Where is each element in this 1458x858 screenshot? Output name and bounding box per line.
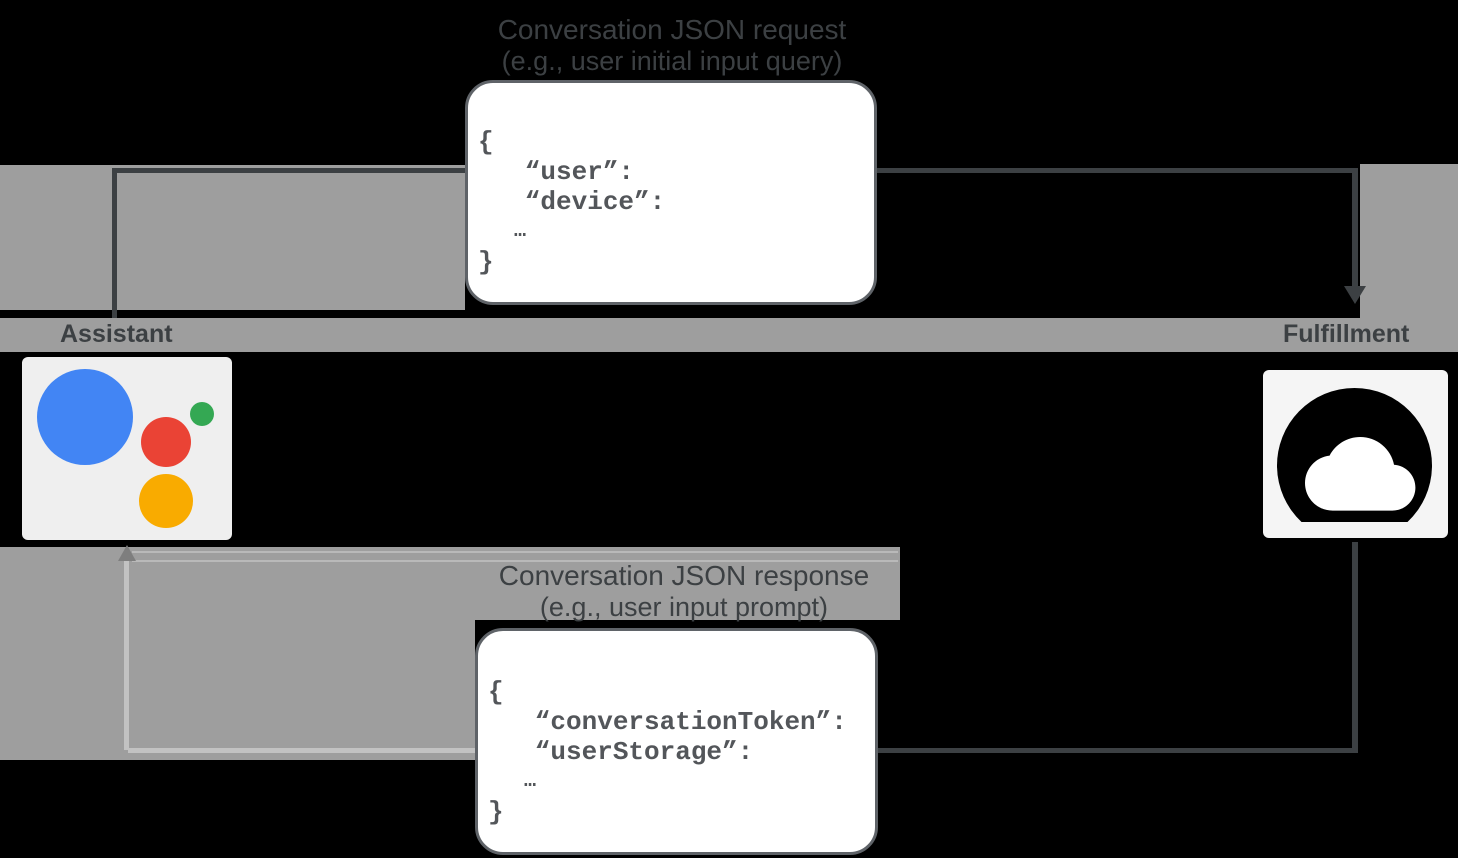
code-line: “userStorage”: xyxy=(488,737,754,767)
assistant-node-label: Assistant xyxy=(60,320,173,348)
cloud-icon-graphic xyxy=(1277,387,1432,522)
code-line-ellipsis: … xyxy=(478,220,527,243)
code-line: “conversationToken”: xyxy=(488,707,847,737)
code-line-ellipsis: … xyxy=(488,770,537,793)
response-arrow-line-on-band xyxy=(128,748,478,753)
response-subtitle: (e.g., user input prompt) xyxy=(539,592,829,622)
response-arrow-shaft-detail xyxy=(132,551,898,553)
request-title: Conversation JSON request xyxy=(497,14,847,45)
gray-band-node-labels xyxy=(0,318,1458,352)
response-arrow-line xyxy=(878,748,1358,753)
fulfillment-node-label: Fulfillment xyxy=(1283,320,1410,348)
request-subtitle: (e.g., user initial input query) xyxy=(501,46,843,76)
assistant-yellow-circle xyxy=(139,474,193,528)
gray-band-bottom-left xyxy=(0,620,475,760)
arrowhead-up-icon xyxy=(118,545,136,561)
gray-band-bottom xyxy=(0,547,900,620)
response-arrow-end-segment xyxy=(124,560,129,750)
assistant-blue-circle xyxy=(37,369,133,465)
code-line: } xyxy=(478,247,494,277)
code-line: “device”: xyxy=(478,187,666,217)
code-line: { xyxy=(488,677,504,707)
google-assistant-icon xyxy=(22,357,232,540)
response-arrow-start-segment xyxy=(1352,542,1358,753)
request-arrow-end-segment xyxy=(1352,168,1358,288)
request-arrow-start-segment xyxy=(112,168,117,318)
response-json-callout: { “conversationToken”: “userStorage”: … … xyxy=(475,628,878,855)
assistant-green-circle xyxy=(190,402,214,426)
response-arrow-shaft-detail xyxy=(132,560,898,562)
response-title: Conversation JSON response xyxy=(498,560,870,591)
gray-band-top-left xyxy=(0,165,465,310)
arrowhead-down-icon xyxy=(1344,286,1366,304)
request-label-block: Conversation JSON request (e.g., user in… xyxy=(498,14,847,76)
cloud-icon xyxy=(1263,370,1448,538)
code-line: } xyxy=(488,797,504,827)
assistant-red-circle xyxy=(141,417,191,467)
code-line: { xyxy=(478,127,494,157)
code-line: “user”: xyxy=(478,157,635,187)
request-json-callout: { “user”: “device”: … } xyxy=(465,80,877,305)
response-label-block: Conversation JSON response (e.g., user i… xyxy=(499,560,869,622)
